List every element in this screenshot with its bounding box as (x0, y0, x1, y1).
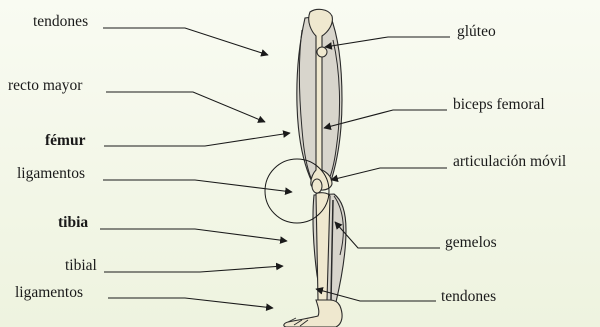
leader-tibial (104, 266, 283, 272)
label-gluteo: glúteo (457, 23, 496, 40)
leader-femur (104, 133, 290, 146)
label-ligamentos-bottom: ligamentos (15, 284, 83, 301)
leader-articulacion-movil (331, 168, 447, 180)
patella (312, 179, 322, 193)
leader-gemelos (335, 222, 440, 248)
leg-illustration (284, 9, 346, 327)
leader-ligamentos-top (103, 180, 292, 192)
label-biceps-femoral: biceps femoral (453, 96, 545, 113)
leader-ligamentos-bottom (108, 298, 273, 308)
label-tendones-bottom: tendones (441, 288, 496, 305)
label-articulacion-movil: articulación móvil (453, 153, 566, 170)
right-labels: glúteo biceps femoral articulación móvil… (316, 23, 566, 305)
label-recto-mayor: recto mayor (8, 77, 83, 94)
label-tendones-top: tendones (33, 13, 88, 30)
left-labels: tendones recto mayor fémur ligamentos ti… (8, 13, 292, 308)
label-femur: fémur (45, 132, 86, 149)
label-ligamentos-top: ligamentos (17, 165, 85, 182)
leader-tibia (100, 229, 287, 241)
hip-joint (317, 47, 327, 57)
label-tibial: tibial (65, 257, 97, 274)
label-tibia: tibia (58, 214, 88, 231)
leader-gluteo (325, 37, 450, 47)
leader-recto-mayor (106, 92, 265, 122)
leader-biceps-femoral (324, 110, 447, 128)
foot (284, 300, 342, 327)
leader-tendones-top (103, 28, 268, 55)
label-gemelos: gemelos (445, 234, 497, 251)
